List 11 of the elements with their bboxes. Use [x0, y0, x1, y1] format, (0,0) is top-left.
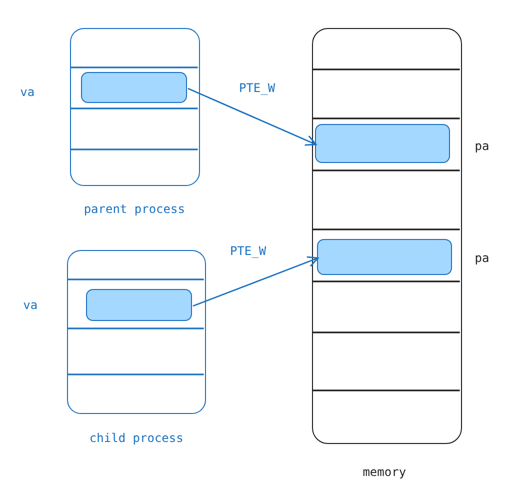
address-label: pa [474, 138, 490, 153]
arrow [192, 256, 319, 307]
highlighted-row [86, 289, 192, 322]
highlighted-row [81, 72, 188, 104]
box-caption: memory [362, 465, 406, 480]
arrow [188, 88, 317, 146]
address-label: pa [474, 250, 490, 265]
box-caption: child process [89, 431, 184, 446]
address-label: va [20, 85, 35, 100]
address-label: va [23, 298, 38, 312]
box-caption: parent process [84, 202, 185, 216]
